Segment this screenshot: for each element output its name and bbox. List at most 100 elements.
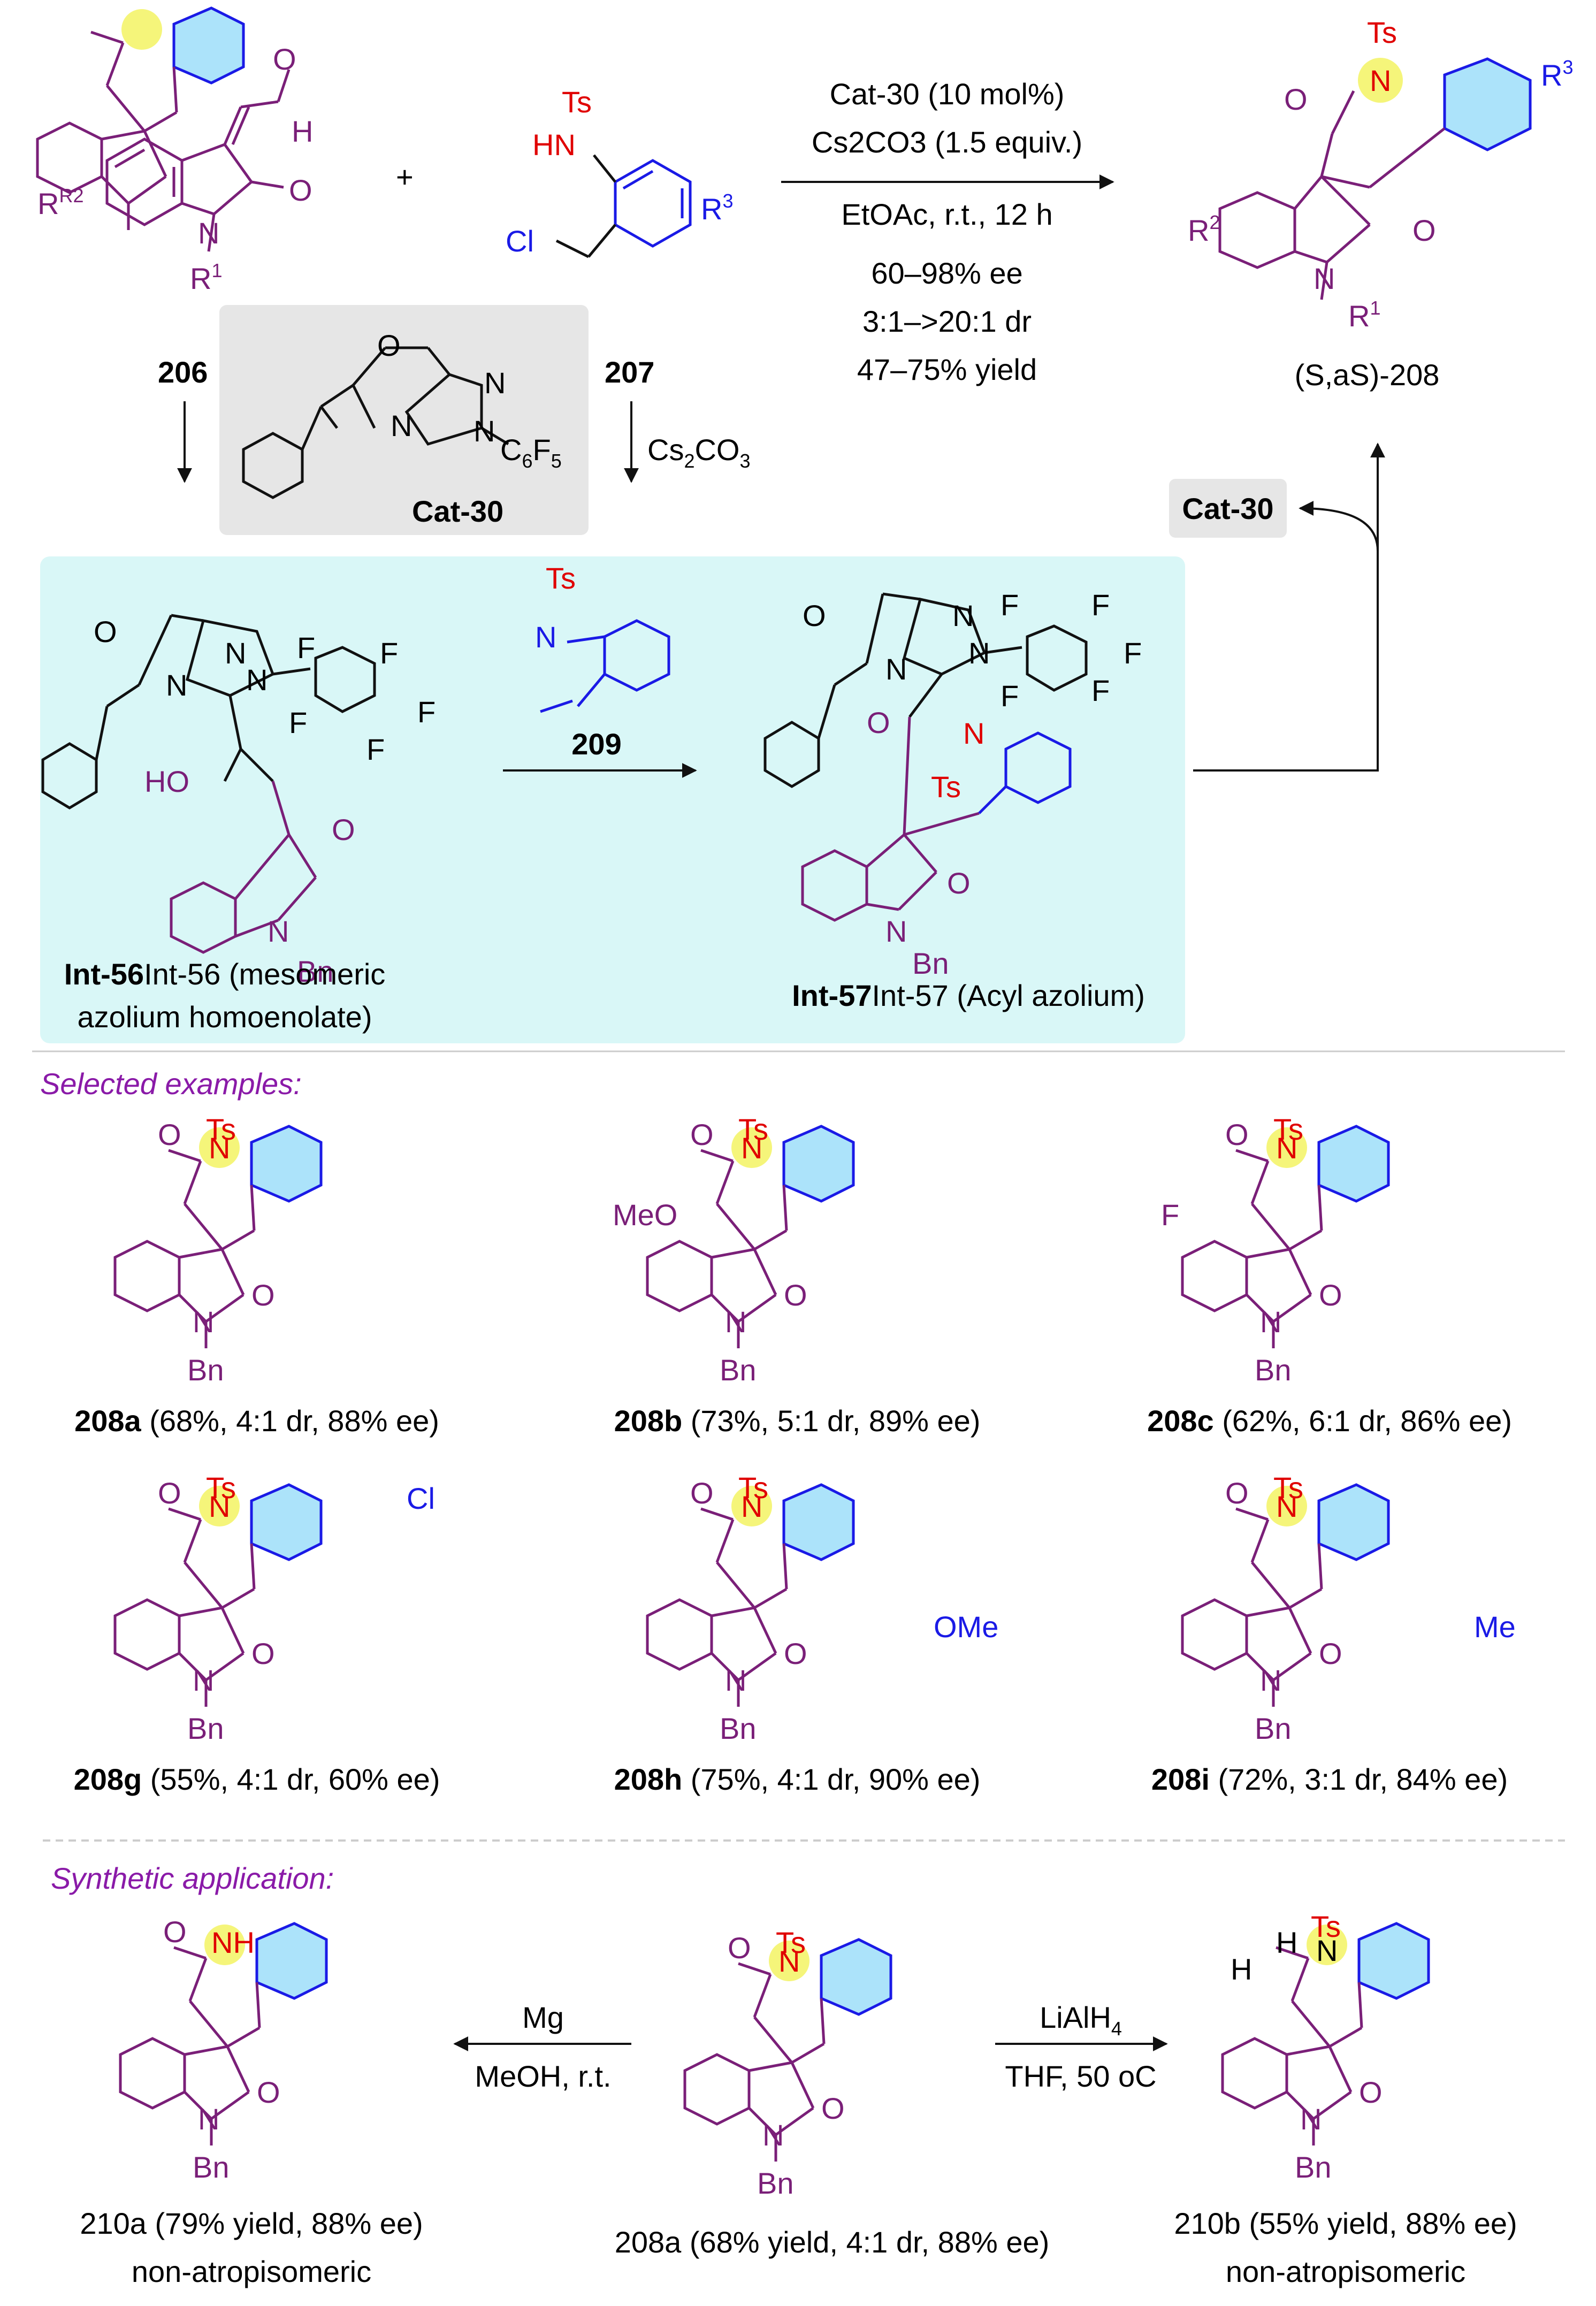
product-210a: O NH O N Bn [120, 1915, 326, 2184]
svg-text:Ts: Ts [738, 1112, 768, 1146]
n-label: N [963, 716, 984, 750]
application-heading: Synthetic application: [51, 1861, 334, 1895]
f-label: F [1001, 679, 1019, 713]
svg-text:N: N [198, 2102, 219, 2136]
svg-text:N: N [1260, 1663, 1281, 1697]
condition-line-6: 47–75% yield [857, 353, 1037, 386]
r2-label: R2 [1188, 211, 1220, 247]
n-label: N [968, 636, 990, 670]
product-210b-note: non-atropisomeric [1226, 2255, 1465, 2288]
example-208h-caption: 208h (75%, 4:1 dr, 90% ee) [614, 1762, 981, 1796]
svg-text:O: O [251, 1637, 275, 1670]
h-label: H [292, 114, 313, 148]
svg-text:O: O [1225, 1476, 1249, 1510]
bn-label: Bn [912, 946, 949, 980]
compound-206-label: 206 [158, 355, 208, 389]
example-208b-caption: 208b (73%, 5:1 dr, 89% ee) [614, 1404, 981, 1438]
compound-208a-application: O Ts N O N Bn [685, 1926, 891, 2200]
svg-text:O: O [821, 2091, 845, 2125]
svg-text:Ts: Ts [1273, 1471, 1303, 1505]
svg-text:O: O [728, 1931, 751, 1965]
condition-line-5: 3:1–>20:1 dr [862, 304, 1032, 338]
r3-label: R3 [1541, 56, 1573, 92]
svg-text:MeO: MeO [613, 1198, 677, 1232]
ts-label: Ts [931, 770, 961, 804]
r3-label: R3 [701, 190, 733, 226]
svg-text:O: O [1319, 1278, 1342, 1312]
svg-text:Bn: Bn [720, 1353, 757, 1387]
o-label: O [332, 813, 355, 846]
svg-text:F: F [1161, 1198, 1179, 1232]
svg-text:O: O [158, 1118, 181, 1151]
svg-text:O: O [690, 1476, 714, 1510]
svg-text:Ts: Ts [776, 1926, 806, 1959]
cat-30-structure [242, 346, 509, 499]
n-label: N [198, 216, 219, 250]
svg-text:N: N [778, 1944, 800, 1978]
hn-label: HN [532, 128, 576, 162]
svg-text:Ts: Ts [206, 1471, 236, 1505]
o-label: O [377, 329, 401, 362]
lialh4-cond: THF, 50 oC [1005, 2059, 1156, 2093]
reagent-206-structure [105, 69, 291, 252]
n-label: N [391, 409, 412, 442]
svg-text:N: N [209, 1490, 230, 1523]
svg-text:Ts: Ts [738, 1471, 768, 1505]
int-56-caption-2: azolium homoenolate) [78, 1000, 372, 1034]
product-210a-caption: 210a (79% yield, 88% ee) [80, 2206, 423, 2240]
recycle-arrow-branch [1299, 501, 1379, 552]
svg-text:O: O [784, 1637, 807, 1670]
n-label: N [484, 366, 506, 400]
svg-text:O: O [690, 1118, 714, 1151]
svg-text:O: O [1319, 1637, 1342, 1670]
mg-label: Mg [522, 2000, 564, 2034]
o-label: O [947, 866, 971, 900]
f-label: F [289, 706, 307, 739]
reagent-207-structure [555, 154, 692, 258]
compound-209-label: 209 [571, 727, 621, 761]
example-208i: O Ts N Me O N Bn [1182, 1471, 1516, 1745]
svg-text:O: O [1225, 1118, 1249, 1151]
example-208b: O Ts N MeO O N Bn [613, 1112, 853, 1387]
o-label: O [867, 706, 890, 739]
svg-text:N: N [1300, 2102, 1322, 2136]
int-56-caption: Int-56Int-56 (mesomeric [64, 957, 386, 991]
catalyst-panel [219, 305, 589, 535]
o-label: O [1412, 213, 1436, 247]
f-label: F [1001, 588, 1019, 622]
r1-label: R1 [1348, 297, 1380, 333]
product-210b-caption: 210b (55% yield, 88% ee) [1174, 2206, 1517, 2240]
n-label: N [1314, 262, 1335, 295]
example-208g-caption: 208g (55%, 4:1 dr, 60% ee) [74, 1762, 440, 1796]
n-label: N [246, 663, 268, 697]
svg-text:N: N [193, 1663, 214, 1697]
svg-text:N: N [1316, 1934, 1338, 1967]
svg-text:Ts: Ts [1273, 1112, 1303, 1146]
svg-text:O: O [163, 1915, 187, 1949]
svg-text:Cl: Cl [407, 1482, 435, 1515]
svg-text:Bn: Bn [757, 2166, 794, 2200]
example-208i-caption: 208i (72%, 3:1 dr, 84% ee) [1151, 1762, 1508, 1796]
example-208a: O Ts N O N Bn [115, 1112, 321, 1387]
svg-text:NH: NH [211, 1926, 255, 1959]
svg-text:Bn: Bn [1255, 1712, 1292, 1745]
f-label: F [297, 631, 315, 665]
svg-text:N: N [1276, 1131, 1297, 1165]
bn-label: Bn [297, 955, 334, 988]
svg-text:O: O [1359, 2075, 1383, 2109]
spiro-oxindole-core [36, 6, 245, 230]
n-label: N [225, 636, 246, 670]
example-208h: O Ts N OMe O N Bn [647, 1471, 998, 1745]
mechanism-panel [40, 556, 1185, 1043]
svg-text:N: N [1260, 1305, 1281, 1339]
svg-text:O: O [158, 1476, 181, 1510]
svg-text:Bn: Bn [1255, 1353, 1292, 1387]
svg-text:N: N [193, 1305, 214, 1339]
int-56-structure [41, 614, 376, 954]
reagent-209-structure [540, 619, 670, 713]
svg-text:N: N [725, 1305, 746, 1339]
condition-line-1: Cat-30 (10 mol%) [830, 77, 1065, 111]
n-label: N [166, 668, 187, 702]
f-label: F [366, 732, 385, 766]
